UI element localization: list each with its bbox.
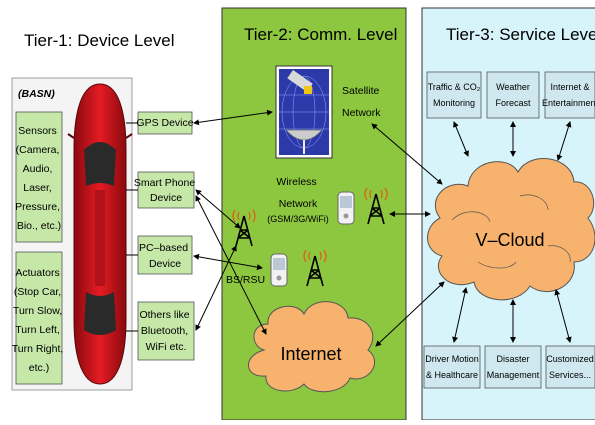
svg-text:GPS Device: GPS Device <box>136 117 193 129</box>
svg-text:Others like Bluetooth,: Others like Bluetooth, WiFi etc. <box>139 309 192 353</box>
phone-icon-right <box>338 192 354 224</box>
smart-phone-device-box: Smart Phone Device <box>134 172 198 208</box>
car-image <box>68 84 132 384</box>
others-device-box: Others like Bluetooth, WiFi etc. <box>138 302 194 360</box>
service-driver-motion-healthcare: Driver Motion& Healthcare <box>424 346 480 388</box>
tier3-title: Tier-3: Service Level <box>446 25 595 44</box>
pc-based-device-box: PC–based Device <box>138 236 192 274</box>
wireless-standards-label: (GSM/3G/WiFi) <box>267 214 329 224</box>
service-internet-entertainment: Internet &Entertainment <box>542 72 595 118</box>
actuators-box: Actuators (Stop Car, Turn Slow, Turn Lef… <box>12 252 66 384</box>
tier2-title: Tier-2: Comm. Level <box>244 25 397 44</box>
basn-label: (BASN) <box>18 88 55 100</box>
tier1-title: Tier-1: Device Level <box>24 31 175 50</box>
satellite-image <box>276 66 332 158</box>
gps-device-box: GPS Device <box>136 112 193 134</box>
phone-icon-left <box>271 254 287 286</box>
bs-rsu-label: BS/RSU <box>226 274 265 286</box>
v-cloud-label: V–Cloud <box>475 230 544 250</box>
internet-label: Internet <box>280 344 341 364</box>
sensors-box: Sensors (Camera, Audio, Laser, Pressure,… <box>15 112 63 242</box>
